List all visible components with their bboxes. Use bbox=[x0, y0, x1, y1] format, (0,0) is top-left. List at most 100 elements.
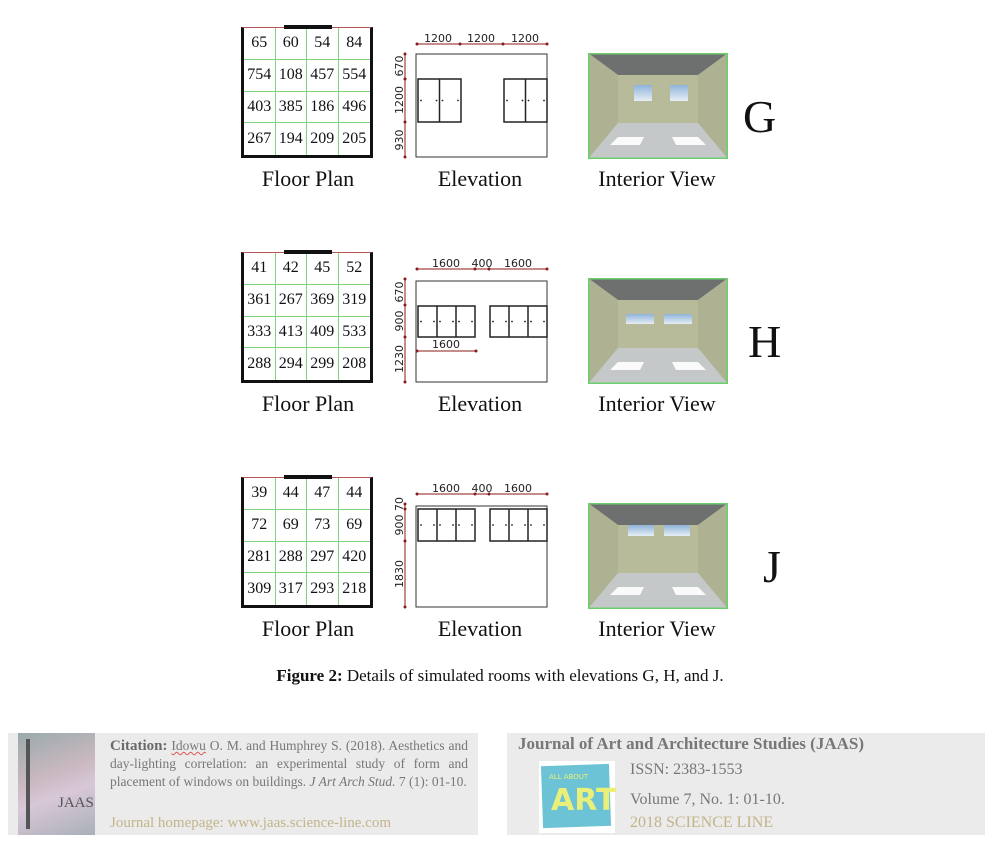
illuminance-cell: 369 bbox=[307, 284, 339, 317]
illuminance-cell: 208 bbox=[342, 355, 367, 373]
journal-info-box: Journal of Art and Architecture Studies … bbox=[507, 733, 985, 835]
illuminance-cell: 267 bbox=[244, 123, 276, 155]
illuminance-cell: 288 bbox=[275, 541, 307, 574]
illuminance-cell: 73 bbox=[307, 509, 339, 542]
illuminance-cell: 41 bbox=[244, 253, 276, 285]
right-wall bbox=[698, 278, 728, 384]
dimension-label: 1600 bbox=[432, 338, 460, 351]
label-floor-plan: Floor Plan bbox=[261, 166, 355, 191]
window-view bbox=[628, 525, 654, 536]
label-interior: Interior View bbox=[598, 166, 716, 191]
illuminance-cell: 361 bbox=[244, 284, 276, 317]
citation-label: Citation: bbox=[110, 738, 168, 754]
label-elevation: Elevation bbox=[437, 616, 523, 641]
logo-small-text: ALL ABOUT bbox=[549, 773, 589, 781]
dimension-label: 900 bbox=[393, 311, 406, 332]
illuminance-cell: 297 bbox=[307, 541, 339, 574]
illuminance-cell: 281 bbox=[244, 541, 276, 574]
window-view bbox=[664, 525, 690, 536]
ceiling bbox=[588, 53, 728, 75]
cover-title: JAAS bbox=[58, 795, 94, 811]
window-view bbox=[634, 85, 652, 101]
illuminance-cell: 108 bbox=[275, 59, 307, 92]
window bbox=[417, 78, 462, 123]
caption-label: Figure 2: bbox=[276, 666, 343, 685]
illuminance-cell: 44 bbox=[275, 478, 307, 510]
logo-big-text: ART bbox=[551, 783, 617, 818]
citation-text: Citation: Idowu O. M. and Humphrey S. (2… bbox=[110, 737, 468, 791]
illuminance-cell: 420 bbox=[338, 542, 370, 574]
figure-caption: Figure 2: Details of simulated rooms wit… bbox=[0, 666, 1000, 686]
left-wall bbox=[588, 53, 618, 159]
illuminance-cell: 60 bbox=[275, 28, 307, 60]
light-patch bbox=[610, 362, 644, 370]
window bbox=[489, 508, 548, 542]
illuminance-cell: 293 bbox=[307, 573, 339, 605]
dimension-label: 1830 bbox=[393, 560, 406, 588]
journal-title: Journal of Art and Architecture Studies … bbox=[518, 734, 864, 753]
interior-view-G bbox=[588, 53, 728, 159]
illuminance-cell: 72 bbox=[244, 509, 276, 542]
interior-view-H bbox=[588, 278, 728, 384]
light-patch bbox=[610, 137, 644, 145]
window-view bbox=[670, 85, 688, 101]
floor bbox=[588, 348, 728, 384]
dimension-label: 1200 bbox=[393, 86, 406, 114]
label-interior: Interior View bbox=[598, 391, 716, 416]
light-patch bbox=[672, 587, 706, 595]
left-wall bbox=[588, 503, 618, 609]
illuminance-cell: 194 bbox=[276, 123, 307, 155]
illuminance-cell: 84 bbox=[338, 28, 370, 60]
illuminance-cell: 288 bbox=[244, 348, 276, 380]
window-view bbox=[626, 314, 654, 324]
illuminance-cell: 413 bbox=[275, 316, 307, 349]
illuminance-cell: 69 bbox=[338, 510, 370, 542]
citation-body: O. M. and Humphrey S. (2018). Aesthetics… bbox=[110, 738, 469, 789]
ceiling bbox=[588, 503, 728, 525]
floor bbox=[588, 573, 728, 609]
illuminance-cell: 554 bbox=[338, 60, 370, 92]
illuminance-cell: 496 bbox=[338, 92, 370, 124]
window bbox=[417, 508, 476, 542]
citation-author: Idowu bbox=[171, 738, 206, 753]
floor bbox=[588, 123, 728, 159]
illuminance-cell: 309 bbox=[244, 573, 276, 605]
illuminance-cell: 42 bbox=[275, 253, 307, 285]
dimension-label: 1200 bbox=[511, 32, 539, 45]
illuminance-cell: 333 bbox=[244, 316, 276, 349]
dimension-label: 1200 bbox=[424, 32, 452, 45]
label-floor-plan: Floor Plan bbox=[261, 391, 355, 416]
volume-info: Volume 7, No. 1: 01-10. bbox=[630, 791, 785, 808]
illuminance-cell: 47 bbox=[307, 478, 339, 510]
dimension-label: 1600 bbox=[504, 257, 532, 270]
light-patch bbox=[610, 587, 644, 595]
illuminance-cell: 54 bbox=[307, 28, 339, 60]
illuminance-cell: 457 bbox=[307, 59, 339, 92]
journal-homepage-link[interactable]: Journal homepage: www.jaas.science-line.… bbox=[110, 815, 392, 831]
illuminance-cell: 218 bbox=[342, 580, 367, 598]
illuminance-cell: 317 bbox=[276, 573, 307, 605]
window bbox=[417, 305, 476, 338]
dimension-label: 1200 bbox=[467, 32, 495, 45]
dimension-label: 1600 bbox=[432, 257, 460, 270]
door-mark bbox=[284, 475, 332, 479]
illuminance-cell: 409 bbox=[307, 316, 339, 349]
citation-box: JAAS Citation: Idowu O. M. and Humphrey … bbox=[8, 733, 478, 835]
citation-journal: J Art Arch Stud. bbox=[309, 774, 396, 789]
copyright: 2018 SCIENCE LINE bbox=[630, 814, 774, 831]
issn: ISSN: 2383-1553 bbox=[630, 761, 743, 778]
label-interior: Interior View bbox=[598, 616, 716, 641]
label-elevation: Elevation bbox=[437, 391, 523, 416]
elevation-letter: J bbox=[763, 541, 781, 592]
illuminance-cell: 754 bbox=[244, 59, 276, 92]
elevation-letter: H bbox=[748, 316, 782, 367]
illuminance-cell: 186 bbox=[307, 91, 339, 124]
dimension-label: 900 bbox=[393, 515, 406, 536]
dimension-label: 670 bbox=[393, 282, 406, 303]
door-mark bbox=[284, 25, 332, 29]
right-wall bbox=[698, 503, 728, 609]
light-patch bbox=[672, 137, 706, 145]
